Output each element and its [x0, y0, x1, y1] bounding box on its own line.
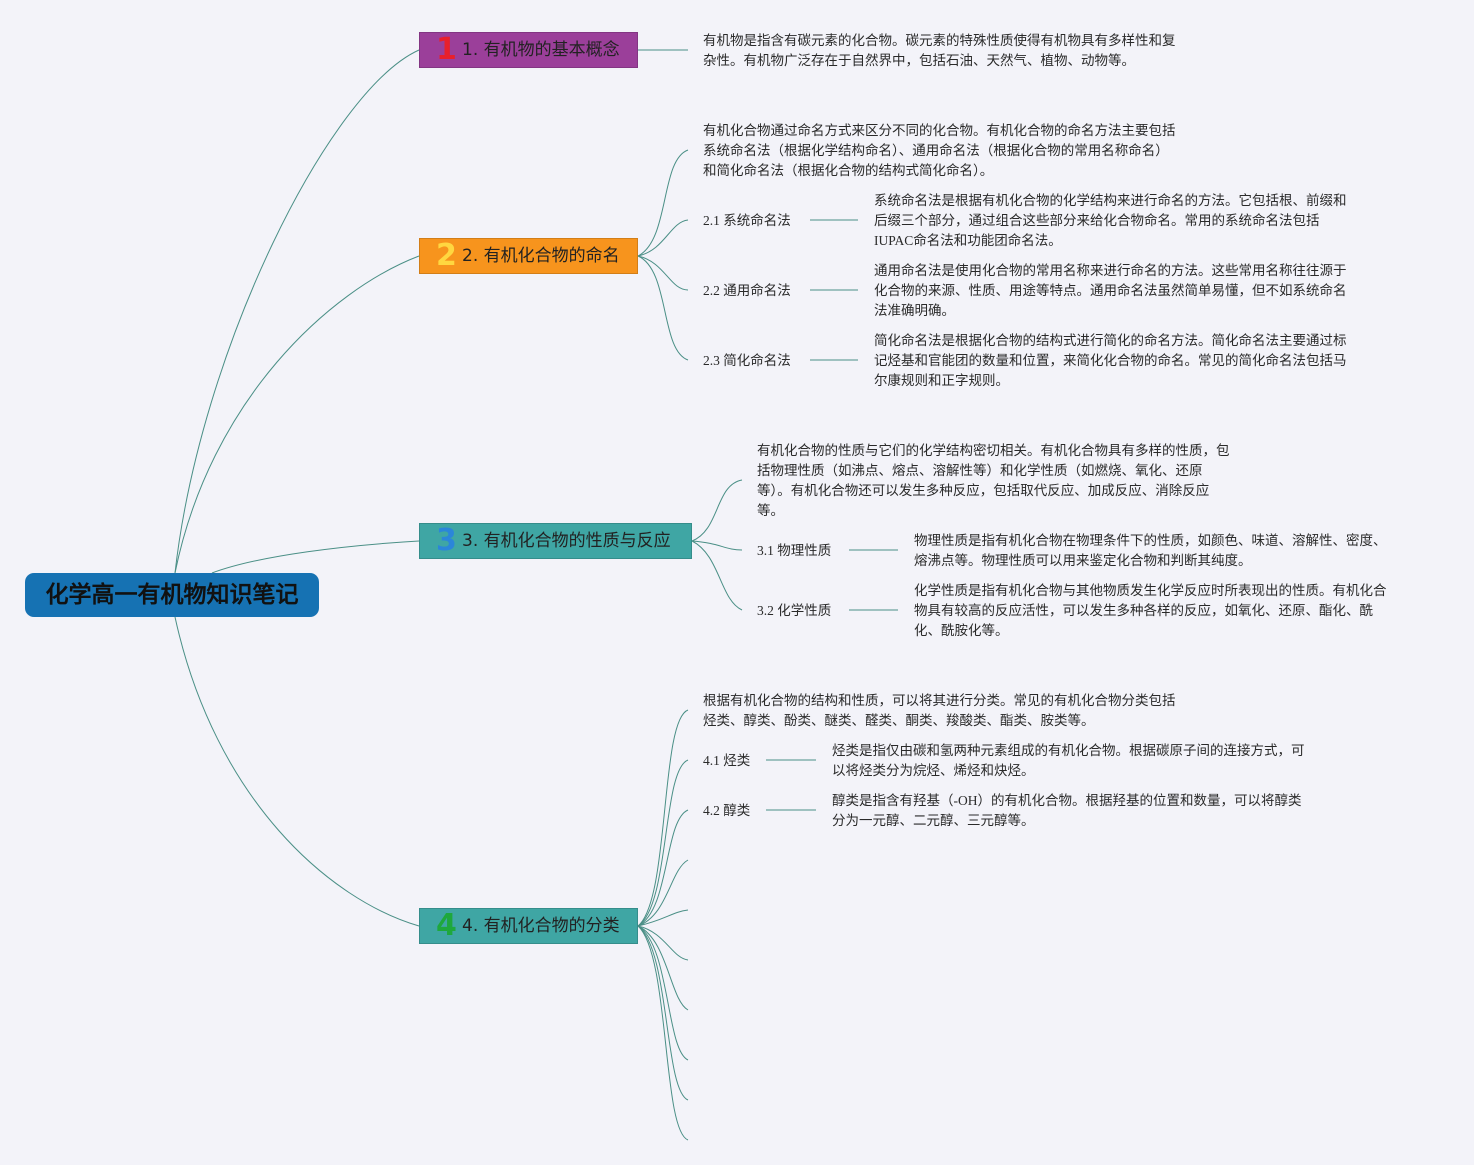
desc-line: 括物理性质（如沸点、熔点、溶解性等）和化学性质（如燃烧、氧化、还原	[757, 463, 1203, 478]
topic-4-description[interactable]: 根据有机化合物的结构和性质，可以将其进行分类。常见的有机化合物分类包括 烃类、醇…	[703, 691, 1176, 731]
desc-line: 有机物是指含有碳元素的化合物。碳元素的特殊性质使得有机物具有多样性和复	[703, 33, 1176, 48]
topic-1-description[interactable]: 有机物是指含有碳元素的化合物。碳元素的特殊性质使得有机物具有多样性和复 杂性。有…	[703, 31, 1176, 71]
number-1-icon: 1	[436, 32, 457, 67]
desc-line: IUPAC命名法和功能团命名法。	[874, 233, 1062, 248]
topic-3-description[interactable]: 有机化合物的性质与它们的化学结构密切相关。有机化合物具有多样的性质，包 括物理性…	[757, 441, 1230, 521]
desc-line: 物具有较高的反应活性，可以发生多种各样的反应，如氧化、还原、酯化、酰	[914, 603, 1373, 618]
desc-line: 有机化合物的性质与它们的化学结构密切相关。有机化合物具有多样的性质，包	[757, 443, 1230, 458]
topic-3-label: 3. 有机化合物的性质与反应	[462, 531, 671, 551]
desc-line: 和简化命名法（根据化合物的结构式简化命名）。	[703, 163, 994, 178]
desc-line: 有机化合物通过命名方式来区分不同的化合物。有机化合物的命名方法主要包括	[703, 123, 1176, 138]
desc-line: 等。	[757, 503, 784, 518]
subtopic-2-1[interactable]: 2.1 系统命名法	[703, 213, 791, 228]
topic-1-label: 1. 有机物的基本概念	[462, 40, 620, 60]
desc-line: 等）。有机化合物还可以发生多种反应，包括取代反应、加成反应、消除反应	[757, 483, 1210, 498]
topic-1[interactable]: 1 1. 有机物的基本概念	[419, 32, 638, 68]
subtopic-2-3-description[interactable]: 简化命名法是根据化合物的结构式进行简化的命名方法。简化命名法主要通过标 记烃基和…	[874, 331, 1347, 391]
desc-line: 简化命名法是根据化合物的结构式进行简化的命名方法。简化命名法主要通过标	[874, 333, 1347, 348]
desc-line: 烃类是指仅由碳和氢两种元素组成的有机化合物。根据碳原子间的连接方式，可	[832, 743, 1305, 758]
desc-line: 化学性质是指有机化合物与其他物质发生化学反应时所表现出的性质。有机化合	[914, 583, 1387, 598]
topic-2[interactable]: 2 2. 有机化合物的命名	[419, 238, 638, 274]
desc-line: 法准确明确。	[874, 303, 955, 318]
desc-line: 根据有机化合物的结构和性质，可以将其进行分类。常见的有机化合物分类包括	[703, 693, 1176, 708]
desc-line: 系统命名法是根据有机化合物的化学结构来进行命名的方法。它包括根、前缀和	[874, 193, 1347, 208]
desc-line: 化合物的来源、性质、用途等特点。通用命名法虽然简单易懂，但不如系统命名	[874, 283, 1347, 298]
number-2-icon: 2	[436, 238, 457, 273]
subtopic-3-2[interactable]: 3.2 化学性质	[757, 603, 832, 618]
desc-line: 熔沸点等。物理性质可以用来鉴定化合物和判断其纯度。	[914, 553, 1252, 568]
topic-2-description[interactable]: 有机化合物通过命名方式来区分不同的化合物。有机化合物的命名方法主要包括 系统命名…	[703, 121, 1176, 181]
topic-4-label: 4. 有机化合物的分类	[462, 916, 620, 936]
topic-2-label: 2. 有机化合物的命名	[462, 246, 620, 266]
desc-line: 尔康规则和正字规则。	[874, 373, 1009, 388]
subtopic-4-2-description[interactable]: 醇类是指含有羟基（-OH）的有机化合物。根据羟基的位置和数量，可以将醇类 分为一…	[832, 791, 1302, 831]
subtopic-4-2[interactable]: 4.2 醇类	[703, 803, 751, 818]
number-3-icon: 3	[436, 523, 457, 558]
root-topic[interactable]: 化学高一有机物知识笔记	[25, 573, 319, 617]
subtopic-2-1-description[interactable]: 系统命名法是根据有机化合物的化学结构来进行命名的方法。它包括根、前缀和 后缀三个…	[874, 191, 1347, 251]
desc-line: 物理性质是指有机化合物在物理条件下的性质，如颜色、味道、溶解性、密度、	[914, 533, 1387, 548]
subtopic-2-3[interactable]: 2.3 简化命名法	[703, 353, 791, 368]
desc-line: 以将烃类分为烷烃、烯烃和炔烃。	[832, 763, 1035, 778]
desc-line: 后缀三个部分，通过组合这些部分来给化合物命名。常用的系统命名法包括	[874, 213, 1320, 228]
desc-line: 系统命名法（根据化学结构命名）、通用命名法（根据化合物的常用名称命名）	[703, 143, 1169, 158]
subtopic-4-1[interactable]: 4.1 烃类	[703, 753, 751, 768]
subtopic-4-1-description[interactable]: 烃类是指仅由碳和氢两种元素组成的有机化合物。根据碳原子间的连接方式，可 以将烃类…	[832, 741, 1305, 781]
desc-line: 分为一元醇、二元醇、三元醇等。	[832, 813, 1035, 828]
subtopic-3-1-description[interactable]: 物理性质是指有机化合物在物理条件下的性质，如颜色、味道、溶解性、密度、 熔沸点等…	[914, 531, 1387, 571]
topic-4[interactable]: 4 4. 有机化合物的分类	[419, 908, 638, 944]
desc-line: 醇类是指含有羟基（-OH）的有机化合物。根据羟基的位置和数量，可以将醇类	[832, 793, 1302, 808]
desc-line: 通用命名法是使用化合物的常用名称来进行命名的方法。这些常用名称往往源于	[874, 263, 1347, 278]
desc-line: 化、酰胺化等。	[914, 623, 1009, 638]
desc-line: 记烃基和官能团的数量和位置，来简化化合物的命名。常见的简化命名法包括马	[874, 353, 1347, 368]
subtopic-2-2-description[interactable]: 通用命名法是使用化合物的常用名称来进行命名的方法。这些常用名称往往源于 化合物的…	[874, 261, 1347, 321]
subtopic-3-2-description[interactable]: 化学性质是指有机化合物与其他物质发生化学反应时所表现出的性质。有机化合 物具有较…	[914, 581, 1387, 641]
desc-line: 烃类、醇类、酚类、醚类、醛类、酮类、羧酸类、酯类、胺类等。	[703, 713, 1095, 728]
number-4-icon: 4	[436, 908, 457, 943]
subtopic-3-1[interactable]: 3.1 物理性质	[757, 543, 832, 558]
desc-line: 杂性。有机物广泛存在于自然界中，包括石油、天然气、植物、动物等。	[703, 53, 1135, 68]
subtopic-2-2[interactable]: 2.2 通用命名法	[703, 283, 791, 298]
topic-3[interactable]: 3 3. 有机化合物的性质与反应	[419, 523, 692, 559]
